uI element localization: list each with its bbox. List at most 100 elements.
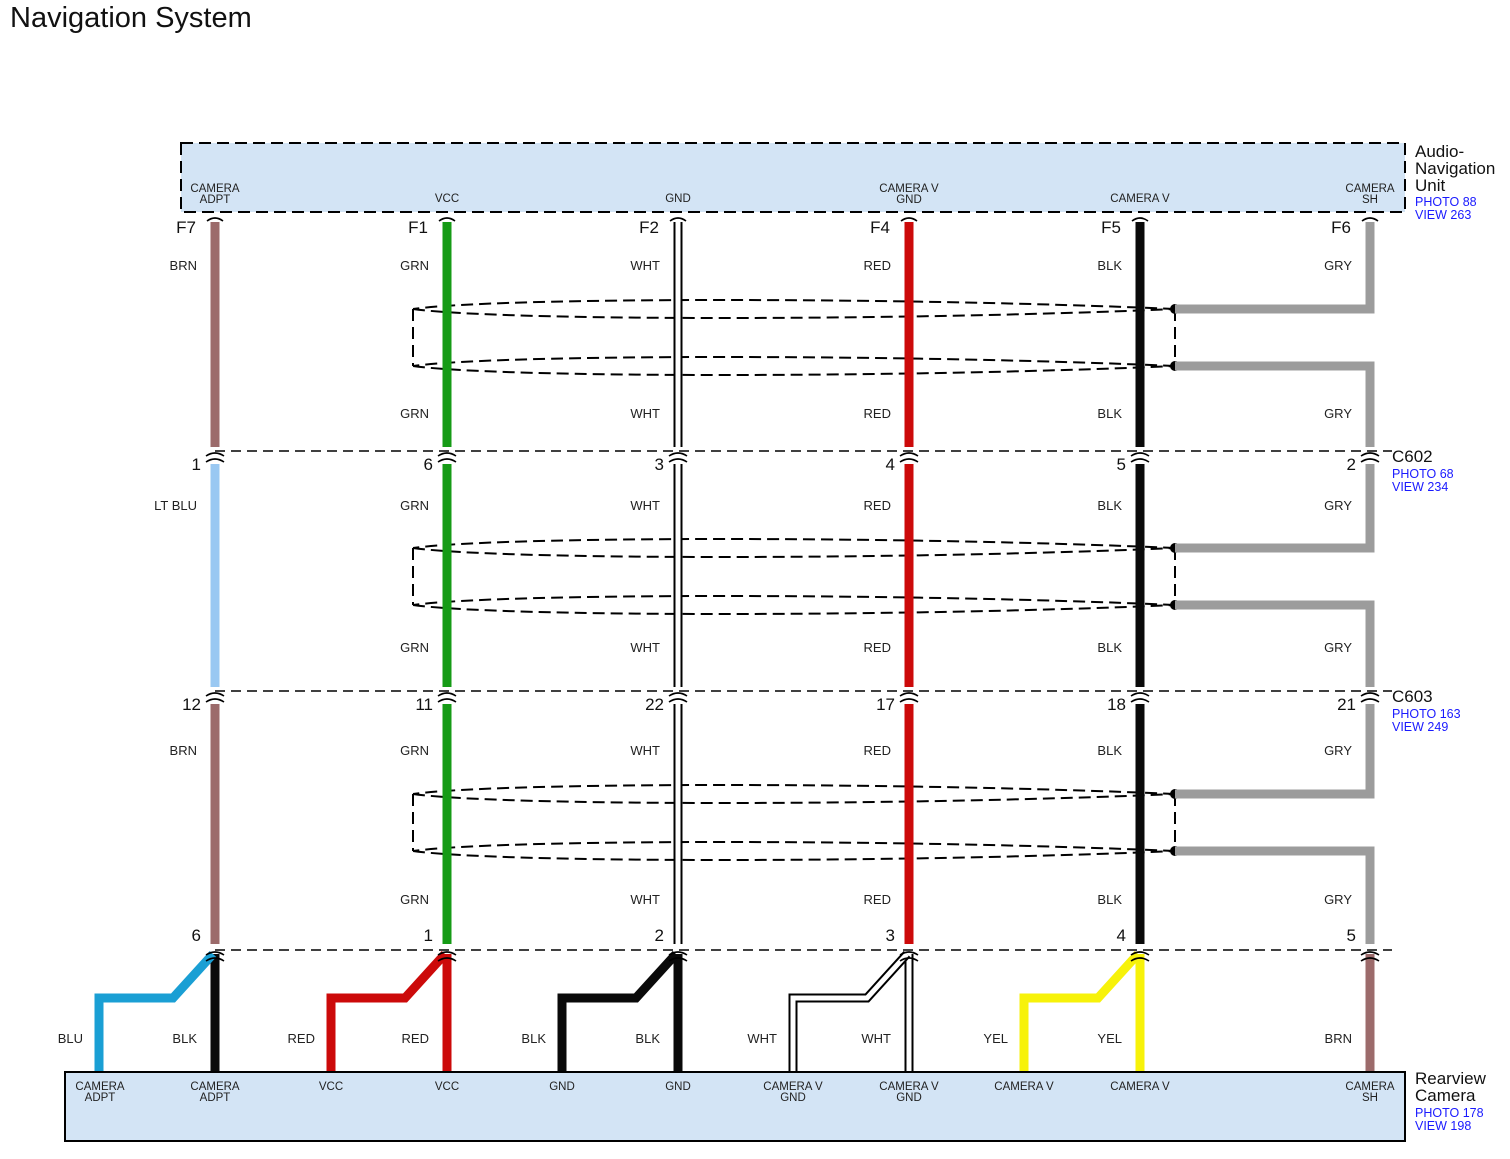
- unit-name-bottom: Rearview: [1415, 1069, 1487, 1088]
- shield-top-back-2: [412, 547, 1176, 558]
- terminal-mark-2: [438, 217, 456, 222]
- connector-pin-number: 5: [1347, 926, 1356, 945]
- connector-mark-3-6: [1360, 951, 1380, 956]
- view-link-bottom: VIEW 198: [1415, 1119, 1471, 1133]
- wire-color-label: WHT: [747, 1031, 777, 1046]
- connector-mark-1-3: [668, 452, 688, 457]
- connector-mark2-3-6: [1360, 957, 1380, 962]
- wire-color-label: WHT: [630, 406, 660, 421]
- rearview-camera-box: [64, 1071, 1406, 1142]
- bottom-pin-label: CAMERA: [75, 1081, 125, 1093]
- wire-color-label: BRN: [1325, 1031, 1352, 1046]
- drain-wire-top-3: [1175, 704, 1375, 799]
- shield-top-front-2: [412, 538, 1176, 549]
- shield-bottom-front-2: [412, 595, 1176, 606]
- connector-pin-number: 2: [655, 926, 664, 945]
- top-pin-number: F6: [1331, 218, 1351, 237]
- unit-name-top: Audio-: [1415, 142, 1464, 161]
- terminal-mark-1: [206, 217, 224, 222]
- wire-color-label: GRY: [1324, 892, 1352, 907]
- top-pin-label: ADPT: [200, 194, 231, 206]
- shield-bottom-back-1: [412, 365, 1176, 376]
- drain-wire-bottom-3: [1175, 846, 1375, 944]
- top-pin-label: CAMERA V: [1110, 193, 1170, 205]
- connector-mark-1-4: [899, 452, 919, 457]
- connector-name: C603: [1392, 687, 1433, 706]
- terminal-mark-3: [669, 217, 687, 222]
- connector-pin-number: 1: [424, 926, 433, 945]
- wire-color-label: RED: [864, 498, 891, 513]
- connector-photo-link: PHOTO 163: [1392, 707, 1461, 721]
- wire-color-label: BLK: [172, 1031, 197, 1046]
- wire-color-label: LT BLU: [154, 498, 197, 513]
- connector-mark2-2-6: [1360, 698, 1380, 703]
- top-pin-label: CAMERA: [190, 183, 240, 195]
- top-pin-number: F7: [176, 218, 196, 237]
- connector-pin-number: 21: [1337, 695, 1356, 714]
- shield-layer: [412, 299, 1180, 861]
- connector-photo-link: PHOTO 68: [1392, 467, 1454, 481]
- wire-color-label: GRN: [400, 498, 429, 513]
- terminal-mark-4: [900, 217, 918, 222]
- connector-mark-2-6: [1360, 692, 1380, 697]
- connector-mark-1-2: [437, 452, 457, 457]
- shield-top-front-1: [412, 299, 1176, 310]
- shield-bottom-front-3: [412, 841, 1176, 852]
- connector-pin-number: 6: [424, 455, 433, 474]
- wire-color-label: WHT: [630, 498, 660, 513]
- bottom-pin-label: CAMERA: [1345, 1081, 1395, 1093]
- bottom-pin-label: GND: [780, 1092, 806, 1104]
- component-layer: [64, 142, 1406, 1142]
- wire-color-label: GRN: [400, 258, 429, 273]
- bottom-pin-label: ADPT: [85, 1092, 116, 1104]
- connector-view-link: VIEW 234: [1392, 480, 1448, 494]
- connector-mark2-2-3: [668, 698, 688, 703]
- wire-color-label: WHT: [630, 743, 660, 758]
- connector-mark-3-5: [1130, 951, 1150, 956]
- wire-color-label: RED: [288, 1031, 315, 1046]
- wire-color-label: BLK: [1097, 498, 1122, 513]
- connector-pin-number: 18: [1107, 695, 1126, 714]
- unit-name-bottom: Camera: [1415, 1086, 1476, 1105]
- wire-branch-2: [326, 950, 449, 1072]
- connector-mark2-3-2: [437, 957, 457, 962]
- connector-pin-number: 4: [1117, 926, 1126, 945]
- connector-pin-number: 5: [1117, 455, 1126, 474]
- connector-pin-number: 11: [415, 695, 433, 714]
- shield-bottom-back-3: [412, 850, 1176, 861]
- wire-color-label: GRY: [1324, 498, 1352, 513]
- connector-view-link: VIEW 249: [1392, 720, 1448, 734]
- connector-mark-1-6: [1360, 452, 1380, 457]
- wire-color-label: BRN: [170, 258, 197, 273]
- shield-top-back-3: [412, 793, 1176, 804]
- connector-pin-number: 1: [192, 455, 201, 474]
- wire-color-label: YEL: [983, 1031, 1008, 1046]
- page-title: Navigation System: [10, 2, 252, 34]
- shield-bottom-front-1: [412, 356, 1176, 367]
- wire-color-label: GRY: [1324, 258, 1352, 273]
- wire-branch-3: [557, 950, 680, 1072]
- top-pin-label: GND: [896, 194, 922, 206]
- connector-pin-number: 3: [655, 455, 664, 474]
- wire-color-label: GRY: [1324, 743, 1352, 758]
- connector-mark2-3-1: [205, 957, 225, 962]
- connector-mark2-1-6: [1360, 458, 1380, 463]
- shield-top-back-1: [412, 308, 1176, 319]
- connector-mark2-2-2: [437, 698, 457, 703]
- connector-pin-number: 6: [192, 926, 201, 945]
- top-pin-number: F2: [639, 218, 659, 237]
- wire-color-label: RED: [864, 743, 891, 758]
- wire-color-label: RED: [864, 640, 891, 655]
- top-pin-label: CAMERA V: [879, 183, 939, 195]
- bottom-pin-label: GND: [549, 1081, 575, 1093]
- wire-color-label: BLU: [58, 1031, 83, 1046]
- connector-pin-number: 12: [182, 695, 201, 714]
- bottom-pin-label: CAMERA V: [1110, 1081, 1170, 1093]
- terminal-mark-6: [1361, 217, 1379, 222]
- wire-color-label: RED: [402, 1031, 429, 1046]
- connector-mark-2-1: [205, 692, 225, 697]
- connector-mark-2-2: [437, 692, 457, 697]
- drain-wire-top-2: [1175, 464, 1375, 553]
- connector-mark-2-3: [668, 692, 688, 697]
